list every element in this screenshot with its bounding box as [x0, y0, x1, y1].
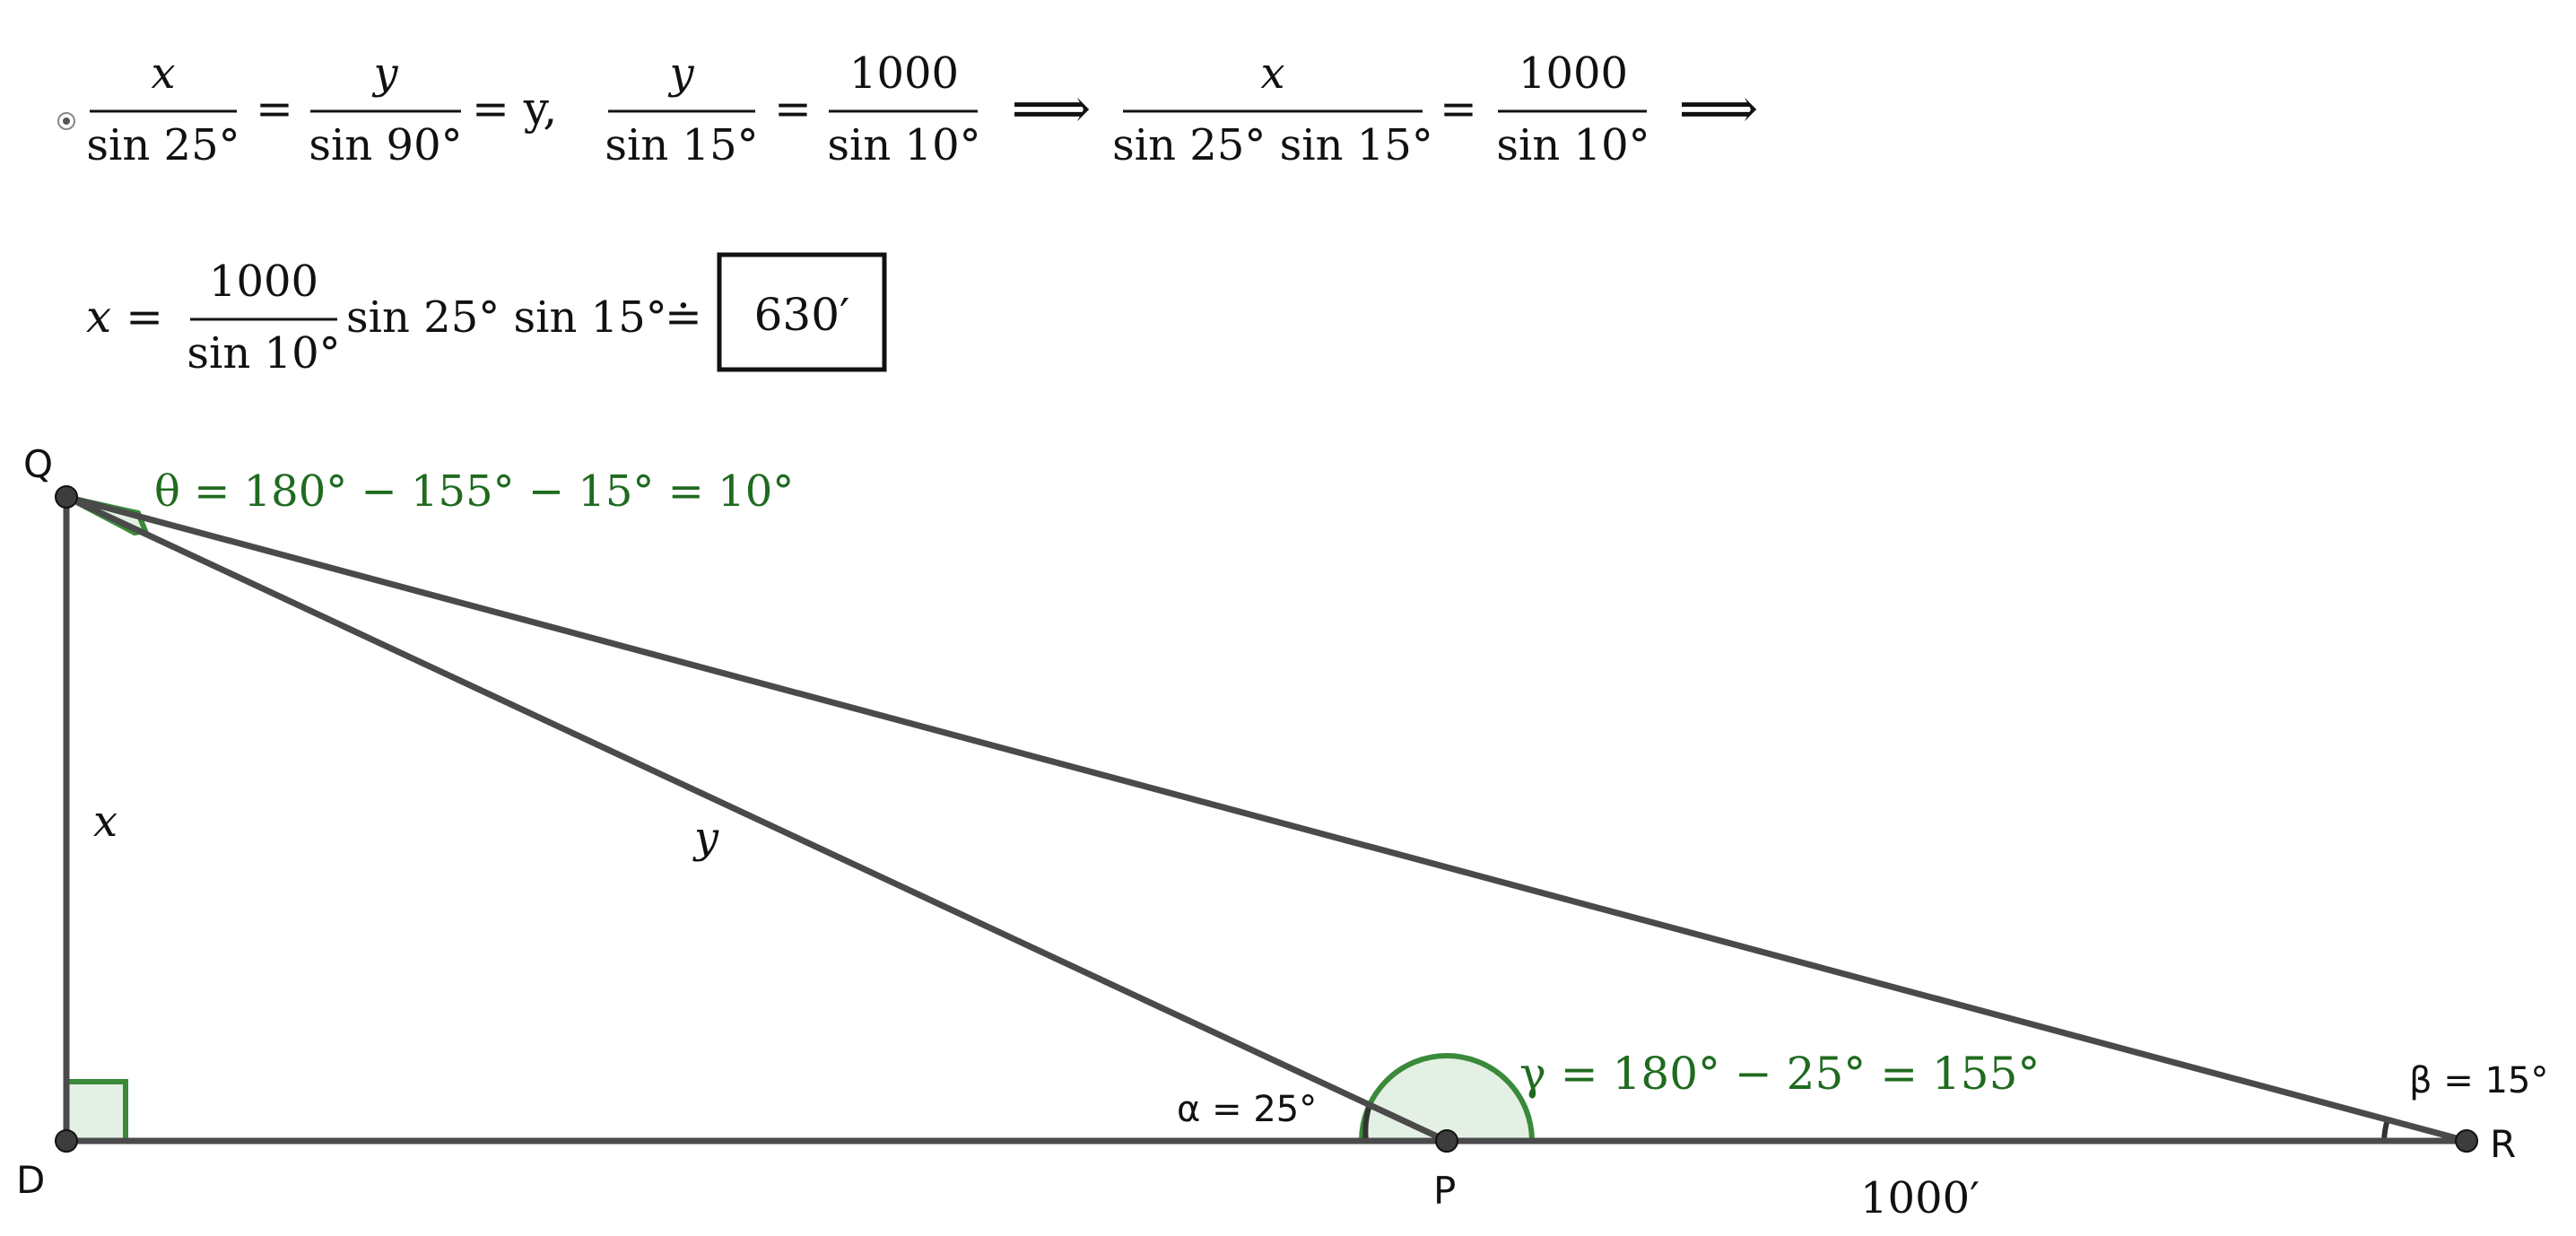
angle-label-theta: θ = 180° − 155° − 15° = 10° [154, 466, 794, 517]
right-angle-marker [64, 1079, 128, 1144]
answer-box [717, 252, 887, 372]
point-q[interactable] [55, 485, 78, 509]
equals-sign: = [774, 83, 812, 135]
implies-arrow: ⟹ [1012, 75, 1092, 141]
fraction-numerator: 1000 [209, 257, 318, 307]
fraction-1-numerator: x [151, 48, 175, 99]
equals-sign: = [256, 83, 293, 135]
fraction-5-numerator: x [1260, 48, 1284, 99]
fraction-1-denominator: sin 25° [86, 120, 239, 170]
implies-arrow: ⟹ [1679, 75, 1759, 141]
point-label-q: Q [23, 442, 53, 486]
fraction-2-denominator: sin 90° [309, 120, 462, 170]
equation-line-2: x = 1000 sin 10° sin 25° sin 15° ≐ 630′ [86, 252, 887, 379]
bullet-icon [57, 112, 75, 130]
angle-gamma-marker [1359, 1053, 1535, 1142]
side-label-x: x [93, 796, 117, 847]
triangle-diagram: Q D P R x y 1000′ θ = 180° − 155° − 15° … [16, 442, 2548, 1223]
segment-qr [63, 493, 2470, 1145]
equals-y: = y, [472, 83, 557, 135]
point-r[interactable] [2455, 1129, 2478, 1153]
angle-label-beta: β = 15° [2409, 1060, 2548, 1101]
side-label-y: y [692, 813, 719, 863]
sine-product: sin 25° sin 15° [346, 292, 667, 343]
fraction-5-denominator: sin 25° sin 15° [1112, 120, 1433, 170]
equals-sign: = [1440, 83, 1477, 135]
point-label-p: P [1433, 1169, 1456, 1213]
fraction-3-numerator: y [667, 48, 694, 99]
approx-equals-sign: ≐ [665, 291, 702, 343]
angle-label-gamma: γ = 180° − 25° = 155° [1519, 1048, 2040, 1100]
fraction-4-denominator: sin 10° [827, 120, 980, 170]
side-label-pr: 1000′ [1860, 1173, 1980, 1223]
angle-label-alpha: α = 25° [1177, 1089, 1317, 1130]
point-label-r: R [2490, 1122, 2516, 1166]
segment-qp [63, 493, 1450, 1145]
point-label-d: D [16, 1158, 45, 1202]
fraction-2-numerator: y [371, 48, 398, 99]
answer-value: 630′ [754, 289, 850, 341]
fraction-6-denominator: sin 10° [1496, 120, 1649, 170]
point-p[interactable] [1435, 1129, 1458, 1153]
fraction-3-denominator: sin 15° [605, 120, 758, 170]
x-equals: x = [86, 291, 163, 343]
equation-line-1: x sin 25° = y sin 90° = y, y sin 15° = 1… [57, 48, 1759, 170]
fraction-denominator: sin 10° [187, 328, 340, 379]
fraction-6-numerator: 1000 [1519, 48, 1628, 99]
point-d[interactable] [55, 1129, 78, 1153]
fraction-4-numerator: 1000 [849, 48, 959, 99]
